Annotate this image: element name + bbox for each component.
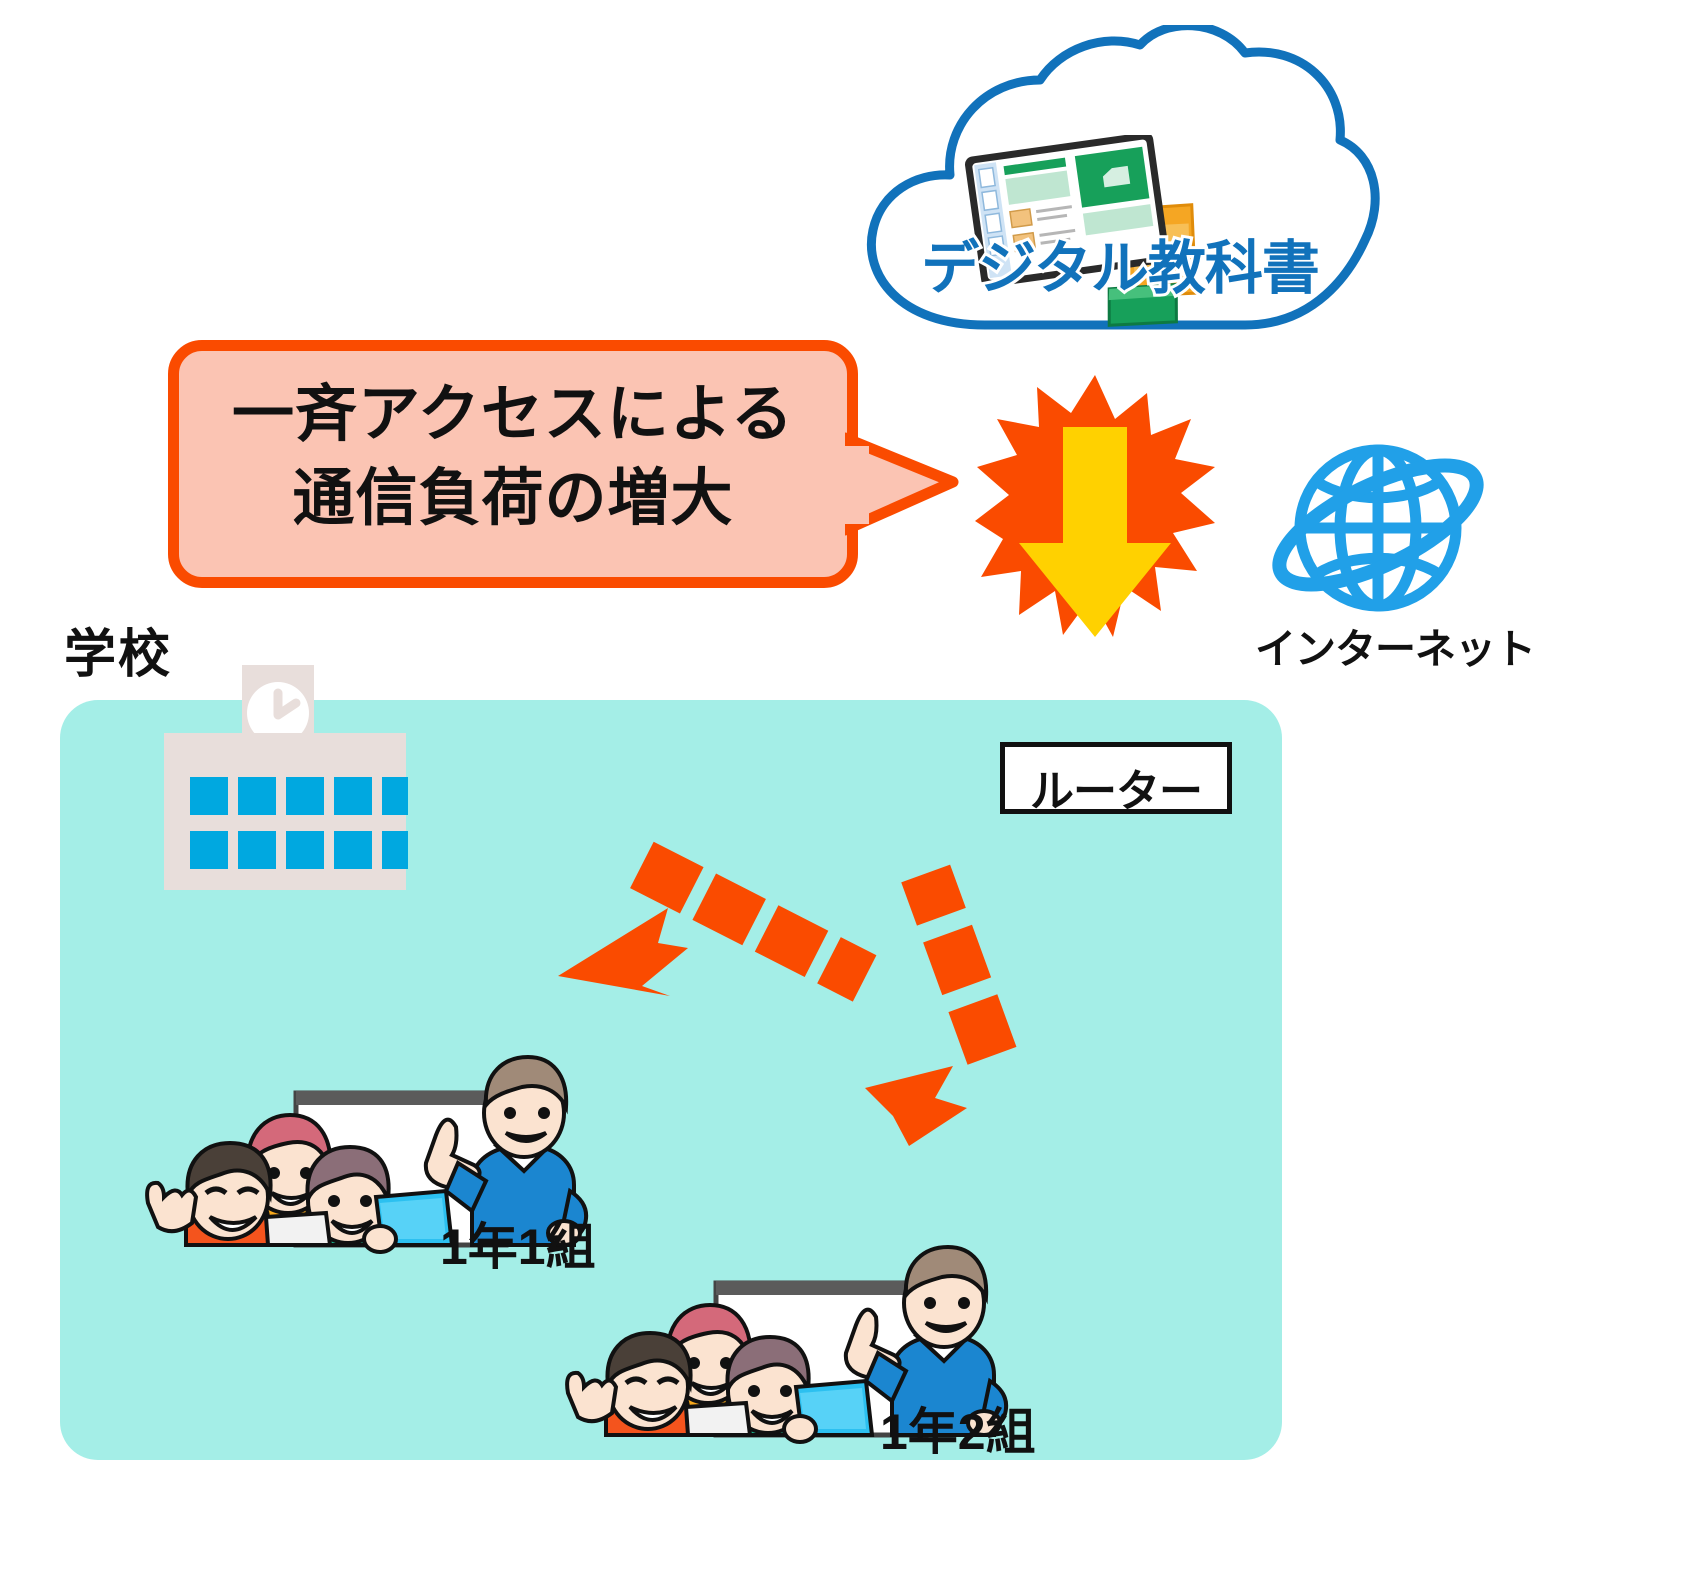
callout-bubble-tail [845, 432, 959, 536]
tablet-book-icon [964, 135, 1198, 327]
arrow-to-class-1 [558, 841, 877, 1002]
callout-line-2: 通信負荷の増大 [292, 463, 734, 533]
digital-textbook-cloud: デジタル教科書 [845, 21, 1385, 355]
router-label: ルーター [1030, 767, 1203, 816]
class-label-2: 1年2組 [880, 1404, 1036, 1460]
classroom-students-teacher-1 [145, 1054, 589, 1254]
school-building-icon [164, 665, 408, 890]
callout-line-1: 一斉アクセスによる [231, 380, 795, 449]
router-box: ルーター [1000, 742, 1232, 816]
cloud-label: デジタル教科書 [905, 221, 1335, 305]
globe-icon [1272, 444, 1484, 612]
callout-bubble: 一斉アクセスによる 通信負荷の増大 [168, 340, 858, 588]
school-label: 学校 [64, 626, 173, 684]
arrow-to-class-2 [865, 864, 1017, 1146]
internet-label: インターネット [1255, 626, 1536, 672]
callout-bubble-text: 一斉アクセスによる 通信負荷の増大 [179, 373, 847, 540]
cloud-label-text: デジタル教科書 [918, 233, 1323, 304]
class-label-1: 1年1組 [440, 1219, 596, 1275]
classroom-students-teacher-2 [565, 1244, 1009, 1444]
burst-down-arrow-icon [975, 375, 1215, 637]
